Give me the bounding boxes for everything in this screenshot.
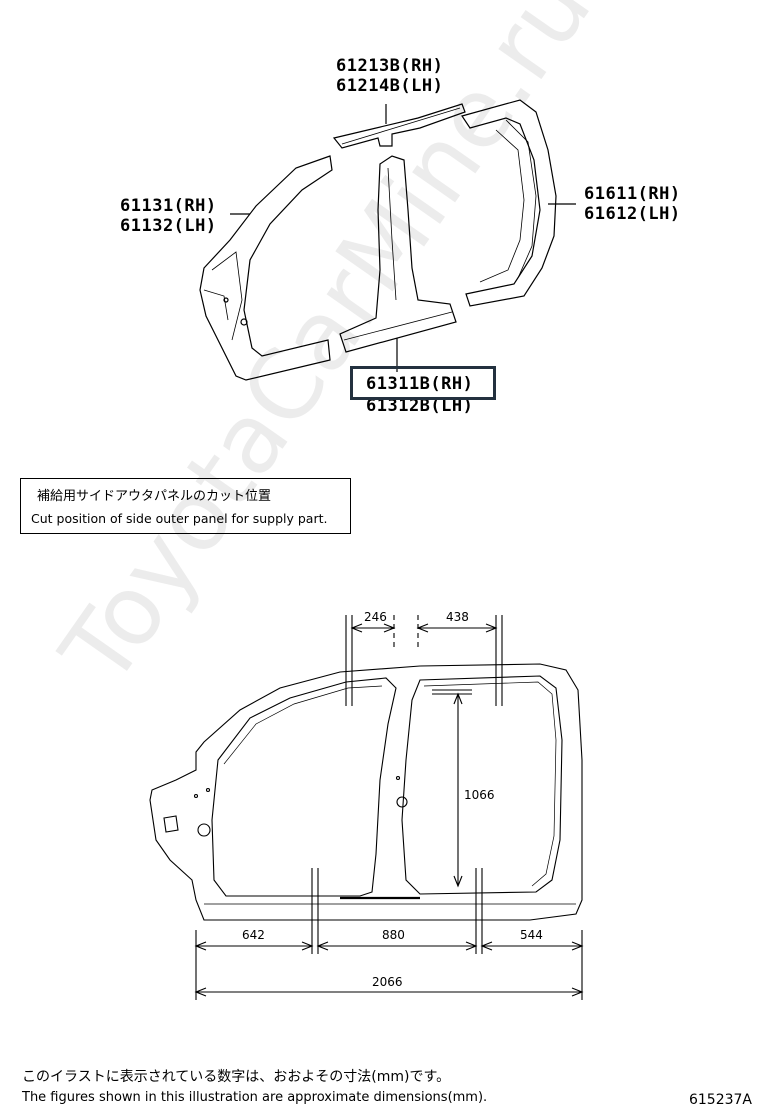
dim-1066-label: 1066 xyxy=(464,788,495,802)
note-japanese: 補給用サイドアウタパネルのカット位置 xyxy=(37,489,272,504)
dim-880-label: 880 xyxy=(382,928,405,942)
dim-438-label: 438 xyxy=(446,610,469,624)
rear-panel-lh-label: 61612(LH) xyxy=(584,204,681,224)
roof-part-lh-label: 61214B(LH) xyxy=(336,76,444,96)
cut-dimension-diagram xyxy=(149,615,584,1000)
dim-2066-label: 2066 xyxy=(372,975,403,989)
highlighted-part-box[interactable] xyxy=(350,366,496,400)
footer-note-english: The figures shown in this illustration a… xyxy=(22,1090,488,1105)
cut-position-note: 補給用サイドアウタパネルのカット位置 Cut position of side … xyxy=(20,478,351,534)
dim-642-label: 642 xyxy=(242,928,265,942)
center-pillar-rh-label[interactable]: 61311B(RH) xyxy=(366,374,474,394)
center-pillar-lh-label: 61312B(LH) xyxy=(366,396,474,416)
dim-544-label: 544 xyxy=(520,928,543,942)
dim-246-label: 246 xyxy=(364,610,387,624)
roof-part-rh-label: 61213B(RH) xyxy=(336,56,444,76)
front-pillar-rh-label: 61131(RH) xyxy=(120,196,217,216)
note-english: Cut position of side outer panel for sup… xyxy=(31,511,328,526)
illustration-code: 615237A xyxy=(688,1092,752,1108)
footer-note-japanese: このイラストに表示されている数字は、おおよその寸法(mm)です。 xyxy=(22,1069,451,1085)
rear-panel-rh-label: 61611(RH) xyxy=(584,184,681,204)
front-pillar-lh-label: 61132(LH) xyxy=(120,216,217,236)
